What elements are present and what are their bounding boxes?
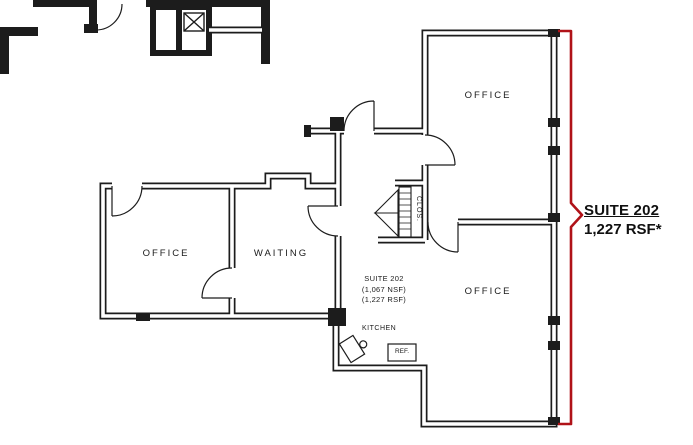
suite-area-note: SUITE 202 (1,067 NSF) (1,227 RSF) — [338, 274, 430, 306]
closet-doors-icon — [373, 186, 412, 238]
desk-icon — [338, 334, 368, 364]
refrigerator-label: REF. — [394, 348, 410, 355]
suite-note-rsf: (1,227 RSF) — [361, 295, 407, 304]
wall-core — [101, 28, 556, 426]
callout-suite-area: 1,227 RSF* — [584, 221, 662, 238]
window-marks — [548, 29, 560, 425]
callout-suite-title: SUITE 202 — [584, 202, 660, 219]
room-label-office-left: OFFICE — [142, 248, 190, 259]
suite-note-name: SUITE 202 — [364, 274, 404, 283]
room-label-office-bottom: OFFICE — [464, 286, 512, 297]
closet-shelf-icon — [398, 186, 412, 238]
door-swings — [95, 3, 459, 299]
suite-note-nsf: (1,067 NSF) — [361, 284, 407, 294]
room-label-kitchen: KITCHEN — [362, 325, 397, 332]
room-label-office-top: OFFICE — [464, 90, 512, 101]
columns — [136, 117, 346, 326]
refrigerator-box — [387, 343, 417, 362]
suite-bracket — [558, 29, 584, 426]
room-label-waiting: WAITING — [253, 248, 309, 259]
elevator-car-icon — [183, 12, 205, 32]
adjacent-plan — [0, 0, 270, 74]
walls — [99, 26, 558, 428]
room-label-closet: CLOS. — [415, 196, 422, 223]
elevator-shaft-walls — [150, 4, 212, 56]
